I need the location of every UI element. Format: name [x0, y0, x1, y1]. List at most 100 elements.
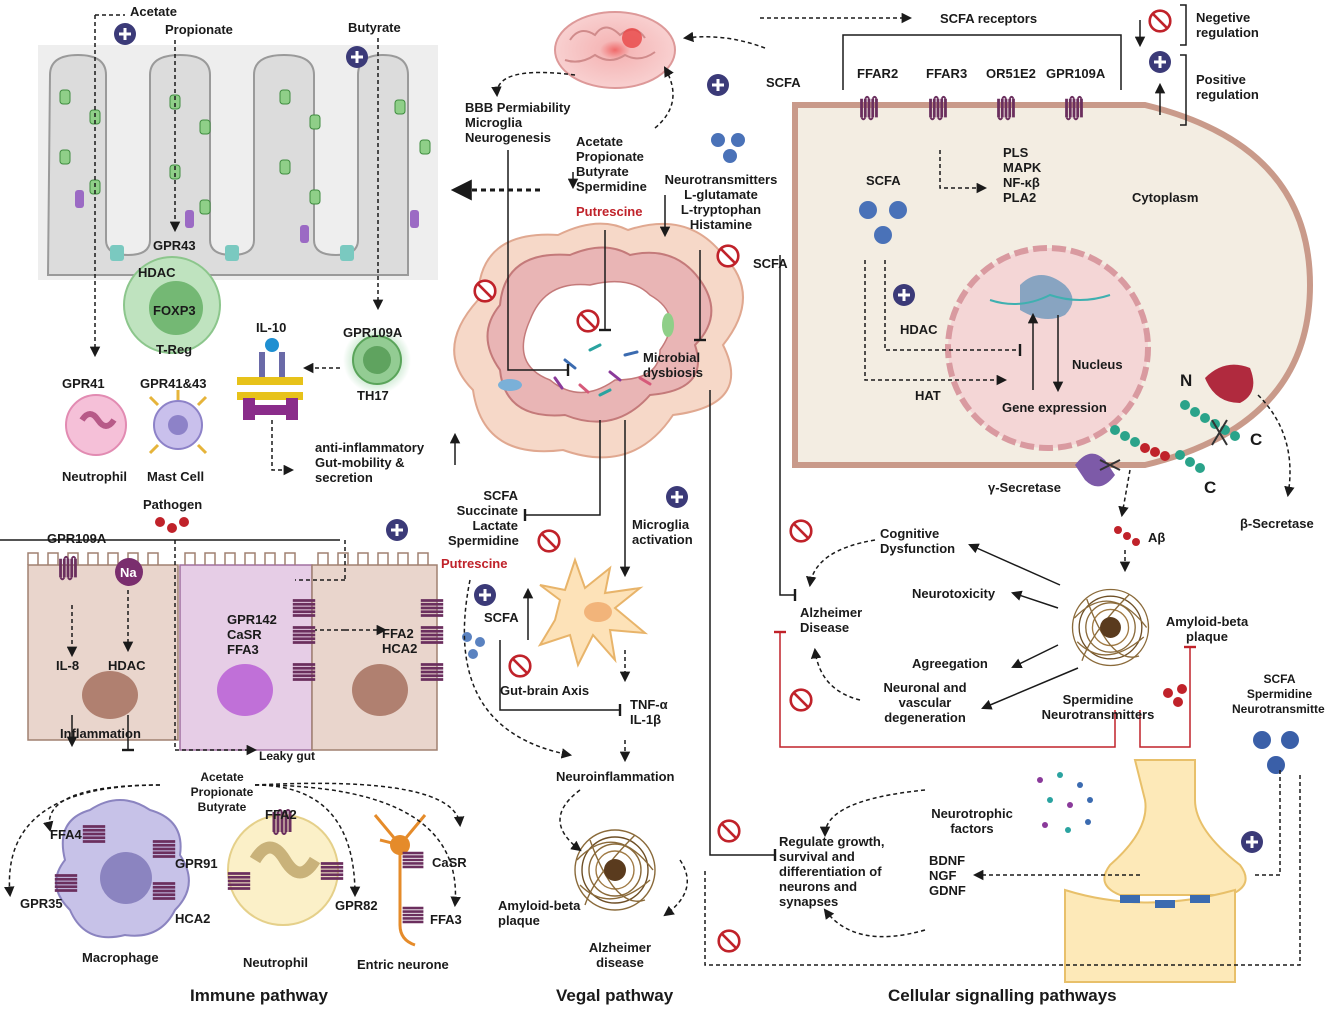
gpr109a-cell-label: GPR109A [1046, 66, 1106, 81]
hdac-gut-label: HDAC [138, 265, 176, 280]
scfa-group-label: SCFASpermidineNeurotransmitters [1232, 672, 1325, 716]
beta-secretase-label: β-Secretase [1240, 516, 1314, 531]
il10-label: IL-10 [256, 320, 287, 335]
synapse-illustration [1064, 759, 1247, 983]
gpr43-label: GPR43 [153, 238, 196, 253]
mast-cell-label: Mast Cell [147, 469, 205, 484]
hat-label: HAT [915, 388, 941, 403]
foxp3-label: FOXP3 [153, 303, 196, 318]
plus-icon-scfa-vagal [473, 583, 497, 607]
inhibit-icon-alzheimer [789, 519, 813, 543]
inflammation-label: Inflammation [60, 726, 141, 741]
inhibit-icon-degeneration [789, 688, 813, 712]
section-title-vagal: Vegal pathway [556, 986, 674, 1005]
treg-cell-shape [123, 256, 221, 354]
inhibit-icon-gutbrain [508, 654, 532, 678]
epithelial-cells-illustration [27, 552, 445, 751]
gpr91-label: GPR91 [175, 856, 218, 871]
amyloid-plaque-vagal [574, 829, 656, 911]
putrescine-brain-label: Putrescine [576, 204, 643, 219]
scfa-receptors-label: SCFA receptors [940, 11, 1038, 26]
nucleus-label: Nucleus [1072, 357, 1123, 372]
gut-cross-section-illustration [453, 222, 744, 459]
treg-label: T-Reg [156, 342, 193, 357]
enteric-neurone-label: Entric neurone [357, 957, 449, 972]
amyloid-plaque-cell [1071, 588, 1150, 667]
scfa-dots-cell [859, 201, 907, 244]
or51e2-label: OR51E2 [986, 66, 1036, 81]
macrophage-shape [53, 799, 190, 939]
leaky-gut-label: Leaky gut [259, 749, 316, 763]
pathogen-dots [155, 517, 189, 533]
plus-icon-brain [706, 73, 730, 97]
gpr109a-epithelium-label: GPR109A [47, 531, 107, 546]
neutrophil-large-label: Neutrophil [243, 955, 308, 970]
inhibit-icon-gut-center [576, 309, 600, 333]
neurotoxicity-label: Neurotoxicity [912, 586, 996, 601]
plus-icon-legend [1148, 50, 1172, 74]
intestinal-villi-illustration [38, 45, 438, 280]
na-label: Na [120, 565, 137, 580]
neutrophil-large-shape [226, 808, 345, 926]
hdac-epithelium-label: HDAC [108, 658, 146, 673]
c-terminus-label-1: C [1250, 430, 1263, 449]
scfa-outside-label: SCFA [753, 256, 788, 271]
ffar2-label: FFAR2 [857, 66, 899, 81]
casr-label: CaSR [432, 855, 467, 870]
inhibit-icon-histamine [716, 244, 740, 268]
scfa-cell-label: SCFA [866, 173, 901, 188]
neurotransmitter-dots [711, 133, 745, 163]
putrescine-vagal-label: Putrescine [441, 556, 508, 571]
gut-brain-axis-label: Gut-brain Axis [500, 683, 590, 698]
gene-expression-label: Gene expression [1002, 400, 1107, 415]
n-terminus-label: N [1180, 371, 1193, 390]
ffar3-label: FFAR3 [926, 66, 968, 81]
macrophage-label: Macrophage [82, 950, 159, 965]
plus-icon-epithelium [385, 518, 409, 542]
gpr35-label: GPR35 [20, 896, 63, 911]
plus-icon-acetate [113, 22, 137, 46]
enteric-neurone-shape [373, 814, 427, 947]
neutrophil-cell-shape [65, 394, 127, 456]
acetate-label: Acetate [130, 4, 177, 19]
plus-icon-microglia [665, 485, 689, 509]
cell-membrane-illustration [792, 102, 1314, 468]
inhibit-icon-gut-left [473, 279, 497, 303]
plus-icon-synapse [1240, 830, 1264, 854]
ffa2-label: FFA2 [265, 807, 297, 822]
inhibit-icon-bottom [717, 929, 741, 953]
gamma-secretase-label: γ-Secretase [988, 480, 1061, 495]
neurotrophic-dots [1037, 772, 1093, 833]
brain-illustration [554, 11, 676, 89]
c-terminus-label-2: C [1204, 478, 1217, 497]
inhibit-icon-legend [1148, 9, 1172, 33]
gpr41-43-label: GPR41&43 [140, 376, 207, 391]
il8-label: IL-8 [56, 658, 80, 673]
ffa3-label: FFA3 [430, 912, 462, 927]
plus-icon-butyrate [345, 45, 369, 69]
neuroinflammation-label: Neuroinflammation [556, 769, 675, 784]
section-title-cellular: Cellular signalling pathways [888, 986, 1117, 1005]
scfa-brain-label: SCFA [766, 75, 801, 90]
propionate-label: Propionate [165, 22, 233, 37]
il10-receptor-shape [237, 338, 303, 420]
th17-cell-shape [343, 326, 411, 394]
gpr109a-gut-label: GPR109A [343, 325, 403, 340]
